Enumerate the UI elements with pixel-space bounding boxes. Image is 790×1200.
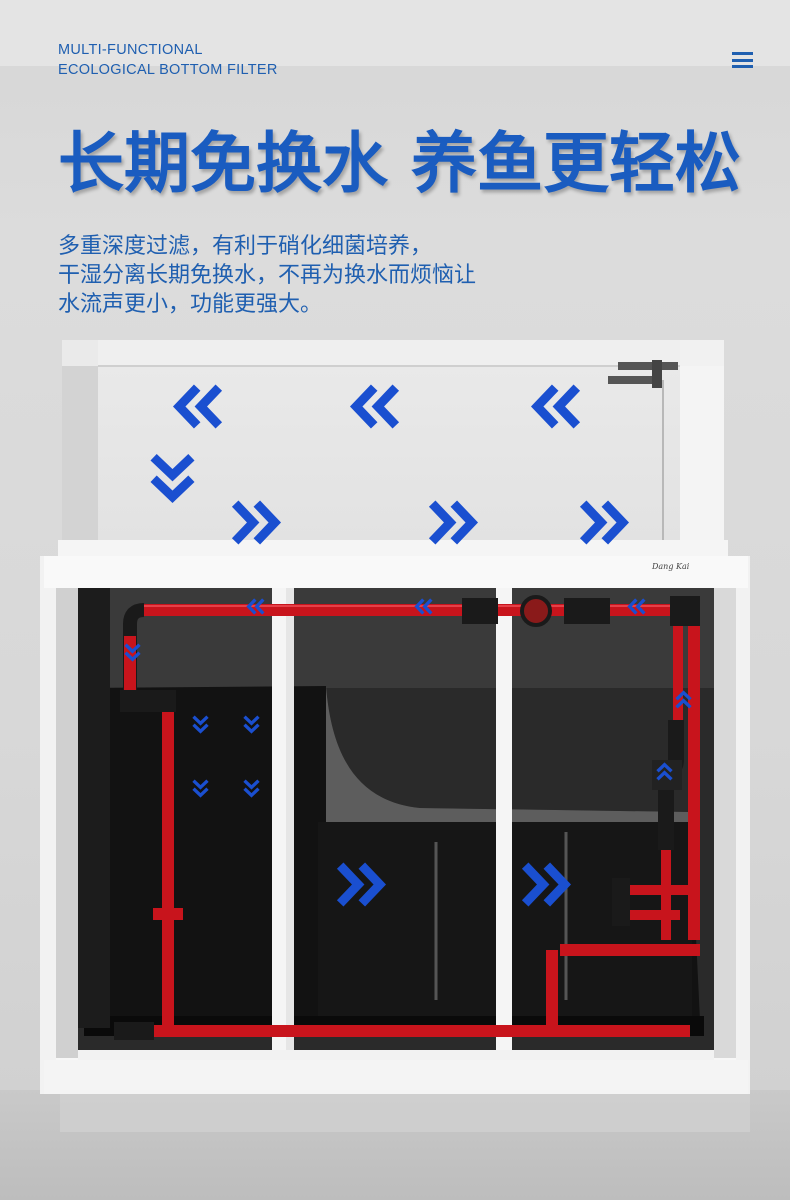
description-line-2: 干湿分离长期免换水，不再为换水而烦恼让 [58,263,477,288]
pump-icon [520,595,552,627]
description-line-1: 多重深度过滤，有利于硝化细菌培养， [58,234,433,259]
return-nozzle [618,362,678,370]
headline: 长期免换水 养鱼更轻松 [58,125,741,202]
plumbing [114,595,700,1040]
valve-icon [153,908,183,920]
category-line-1: MULTI-FUNCTIONAL [58,42,203,58]
brand-mark: Dang Kai [651,562,690,571]
menu-icon[interactable] [732,52,753,68]
header-band [0,0,790,66]
category-line-2: ECOLOGICAL BOTTOM FILTER [58,62,278,78]
cabinet: Dang Kai [40,556,750,1094]
product-category-label: MULTI-FUNCTIONAL ECOLOGICAL BOTTOM FILTE… [58,40,278,80]
description: 多重深度过滤，有利于硝化细菌培养， 干湿分离长期免换水，不再为换水而烦恼让 水流… [58,232,658,319]
display-tank [58,340,728,560]
description-line-3: 水流声更小，功能更强大。 [58,292,323,317]
